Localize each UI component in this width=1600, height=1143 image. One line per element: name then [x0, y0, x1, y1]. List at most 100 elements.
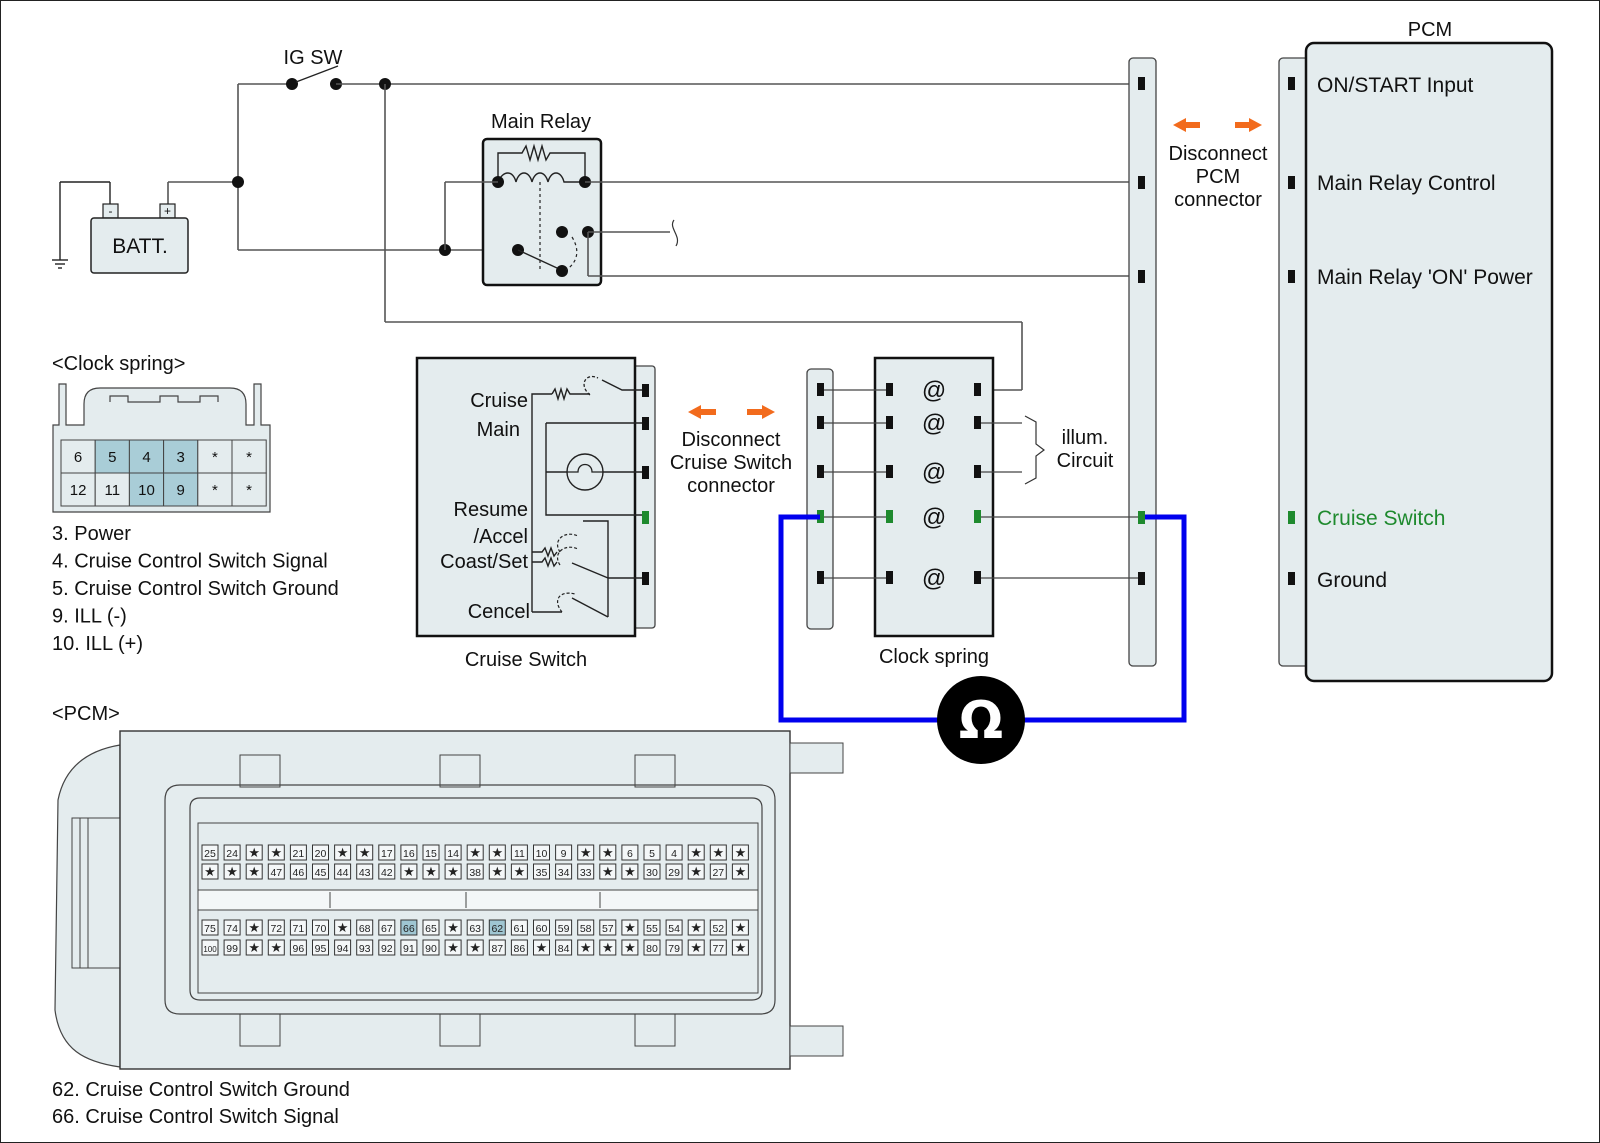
- pcm-cavity: [643, 844, 661, 861]
- pcm-cavity: [687, 919, 705, 936]
- ohmmeter-icon: [937, 676, 1025, 764]
- cavity-number: 87: [491, 943, 503, 955]
- pcm-cavity: [400, 919, 418, 936]
- cavity-number: 74: [226, 923, 238, 935]
- clock-spring-cavity: [231, 472, 267, 507]
- clock-spring-legend-item: 10. ILL (+): [52, 633, 143, 655]
- cavity-number: 44: [337, 867, 349, 879]
- pcm-cavity: [555, 844, 573, 861]
- cavity-number: ★: [690, 940, 702, 955]
- pcm-cavity: [687, 863, 705, 880]
- cavity-number: 67: [381, 923, 393, 935]
- pcm-harness-connector: [1128, 57, 1157, 667]
- cavity-number: 47: [270, 867, 282, 879]
- pcm-cavity: [577, 939, 595, 956]
- clock-spring-legend-item: 4. Cruise Control Switch Signal: [52, 551, 328, 573]
- pcm-cavity: [466, 919, 484, 936]
- clock-spring-cavity: [60, 439, 96, 474]
- pcm-cavity: [378, 919, 396, 936]
- pcm-cavity: [488, 863, 506, 880]
- pcm-cavity: [687, 939, 705, 956]
- pcm-cavity: [577, 919, 595, 936]
- cavity-number: ★: [624, 920, 636, 935]
- cavity-number: ★: [359, 845, 371, 860]
- clock-spring-title: Clock spring: [879, 646, 989, 668]
- svg-text:Cencel: Cencel: [468, 601, 530, 623]
- cavity-number: 5: [649, 848, 655, 860]
- pcm-cavity: [643, 863, 661, 880]
- cavity-number: 52: [712, 923, 724, 935]
- cavity-number: ★: [602, 845, 614, 860]
- cavity-number: 100: [203, 945, 217, 954]
- cavity-number: ★: [248, 920, 260, 935]
- cavity-number: ★: [690, 845, 702, 860]
- pcm-cavity: [356, 939, 374, 956]
- clock-spring-pin: [974, 510, 981, 523]
- pcm-pin-label: Main Relay 'ON' Power: [1317, 266, 1533, 289]
- pcm-cavity: [621, 863, 639, 880]
- cavity-number: 33: [580, 867, 592, 879]
- cavity-number: ★: [425, 864, 437, 879]
- pcm-cavity: [378, 863, 396, 880]
- cavity-number: 55: [646, 923, 658, 935]
- cavity-number: 20: [315, 848, 327, 860]
- pcm-module: PCM ON/START Input Main Relay Control Ma…: [1278, 19, 1554, 683]
- cavity-number: 99: [226, 943, 238, 955]
- cavity-number: 21: [293, 848, 305, 860]
- svg-text:Coast/Set: Coast/Set: [440, 551, 528, 573]
- cavity-number: 72: [270, 923, 282, 935]
- pcm-cavity: [599, 863, 617, 880]
- clock-spring-cavity: [94, 439, 130, 474]
- svg-text:/Accel: /Accel: [474, 526, 528, 548]
- pcm-cavity: [312, 844, 329, 861]
- cavity-number: 3: [177, 449, 185, 466]
- cavity-number: ★: [580, 940, 592, 955]
- clock-spring-pin: [974, 416, 981, 429]
- pcm-cavity: [488, 919, 506, 936]
- clock-spring-pin: [886, 510, 893, 523]
- clock-spring-legend-item: 9. ILL (-): [52, 606, 127, 628]
- pcm-cavity: [621, 919, 639, 936]
- cavity-number: 11: [514, 848, 525, 860]
- cavity-number: *: [212, 449, 218, 466]
- cavity-number: 66: [403, 923, 415, 935]
- cavity-number: 43: [359, 867, 371, 879]
- pcm-pin-label-highlight: Cruise Switch: [1317, 507, 1445, 530]
- cavity-number: ★: [337, 920, 349, 935]
- pcm-cavity: [599, 919, 617, 936]
- cavity-number: *: [246, 482, 252, 499]
- cavity-number: 10: [536, 848, 548, 860]
- cavity-number: 17: [381, 848, 393, 860]
- ig-switch: IG SW: [284, 47, 343, 90]
- pcm-cavity: [444, 939, 462, 956]
- cavity-number: 80: [646, 943, 658, 955]
- cavity-number: ★: [580, 845, 592, 860]
- pcm-cavity: [488, 844, 506, 861]
- pcm-cavity: [223, 844, 241, 861]
- pcm-cavity: [488, 939, 506, 956]
- spiral-icon: @: [922, 377, 946, 404]
- pcm-cavity: [267, 939, 285, 956]
- battery-pos: +: [164, 204, 171, 218]
- svg-text:Circuit: Circuit: [1057, 450, 1114, 472]
- cavity-number: ★: [624, 940, 636, 955]
- pcm-pin-label: Ground: [1317, 569, 1387, 592]
- pcm-cavity: [245, 863, 263, 880]
- cavity-number: 71: [293, 923, 305, 935]
- cavity-number: ★: [624, 864, 636, 879]
- cavity-number: ★: [469, 845, 481, 860]
- pcm-cavity: [245, 919, 263, 936]
- clock-spring-pin: [817, 383, 824, 396]
- cavity-number: 10: [138, 482, 155, 499]
- clock-spring-pin: [974, 571, 981, 584]
- spiral-icon: @: [922, 504, 946, 531]
- pcm-cavity: [555, 863, 573, 880]
- cavity-number: 95: [315, 943, 327, 955]
- omega-symbol: Ω: [959, 691, 1003, 751]
- clock-spring-pin: [974, 465, 981, 478]
- pcm-cavity: [422, 844, 440, 861]
- spiral-icon: @: [922, 565, 946, 592]
- cavity-number: 15: [425, 848, 437, 860]
- ohmmeter: Ω: [778, 514, 1187, 764]
